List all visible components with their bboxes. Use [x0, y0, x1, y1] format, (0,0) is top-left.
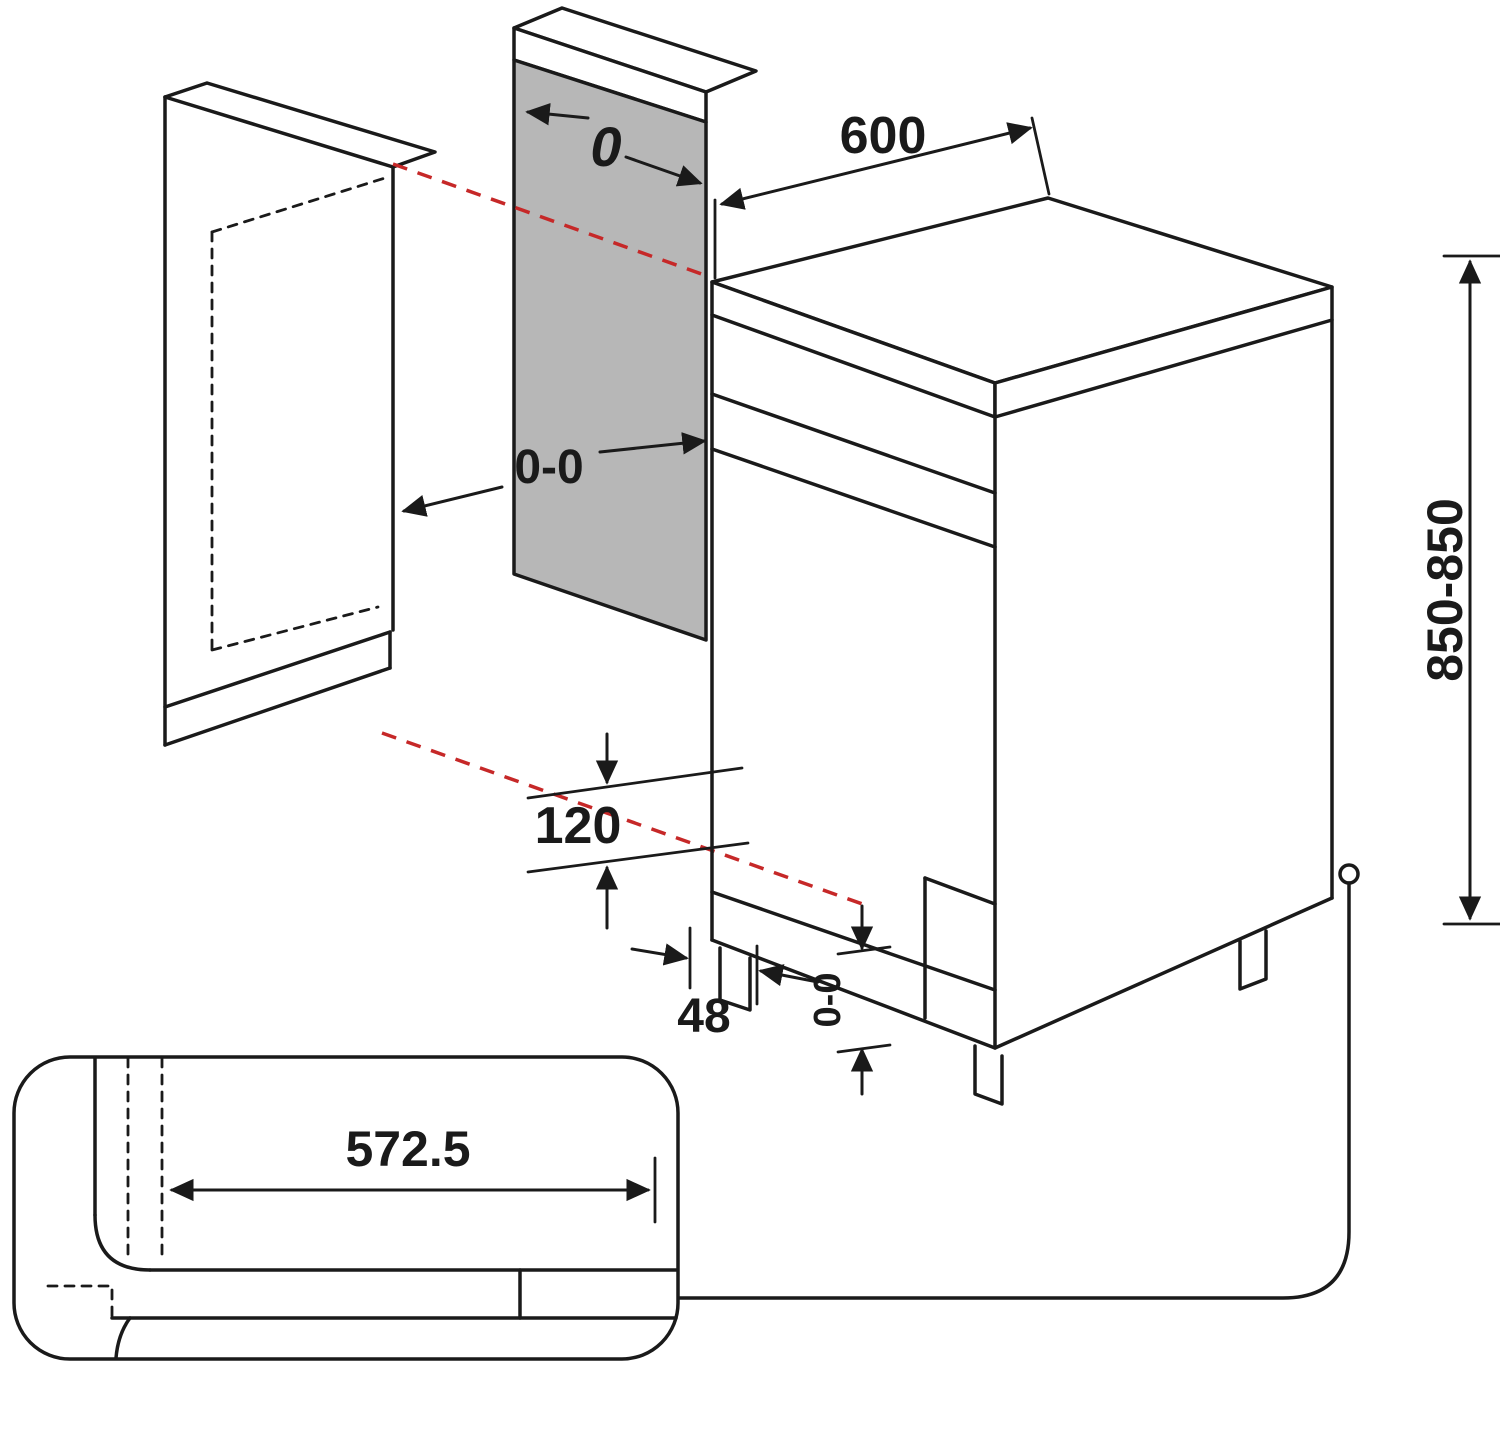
adjacent-worktop: [512, 6, 758, 124]
dim-detail-depth: 572.5: [169, 1121, 657, 1224]
dim-foot-adjust-label: 0-0: [807, 973, 849, 1028]
dim-plinth-label: 120: [535, 797, 622, 855]
dim-side-gap-label: 0-0: [514, 441, 583, 494]
dim-height: 850-850: [1417, 254, 1500, 926]
dim-width: 600: [713, 107, 1051, 280]
dim-top-gap-label: 0: [590, 115, 621, 178]
plinth-detail-view: [12, 1055, 680, 1361]
dim-side-gap: 0-0: [401, 432, 707, 517]
dim-detail-depth-label: 572.5: [345, 1121, 470, 1177]
dim-top-gap: 0: [525, 102, 703, 187]
side-panel: [512, 58, 708, 642]
front-center-foot: [973, 1044, 1004, 1106]
detail-connector-line: [677, 881, 1351, 1300]
dim-foot: 48: [630, 926, 820, 1043]
left-cabinet: [163, 81, 437, 747]
dim-width-label: 600: [840, 107, 927, 165]
dim-plinth: 120: [526, 732, 750, 930]
detail-hidden-edges: [46, 1056, 164, 1320]
dim-foot-adjust: 0-0: [807, 904, 892, 1096]
detail-frame: [12, 1055, 680, 1361]
dim-foot-label: 48: [677, 990, 730, 1043]
niche-hidden-edges: [210, 176, 387, 652]
detail-reference-point: [1338, 863, 1360, 885]
front-left-foot: [718, 946, 752, 1012]
dishwasher: [710, 196, 1360, 1106]
bottom-alignment-guide: [381, 731, 869, 908]
control-panel-band: [710, 392, 997, 495]
right-foot: [1238, 929, 1268, 991]
alignment-guides: [381, 162, 869, 908]
dim-height-label: 850-850: [1417, 498, 1473, 682]
top-alignment-guide: [392, 162, 711, 279]
